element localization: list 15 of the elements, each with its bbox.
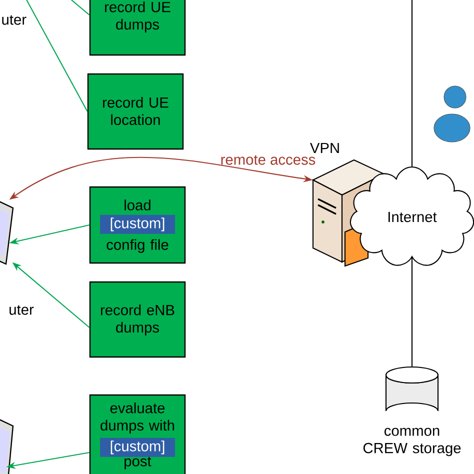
process-box: record UE dumps — [89, 0, 186, 56]
text-label: uter — [2, 15, 26, 25]
connector — [411, 0, 413, 166]
storage-cylinder — [385, 366, 439, 412]
node-caption: uter — [10, 305, 34, 315]
node-label: Internet — [388, 212, 437, 222]
process-box: record UE location — [87, 73, 184, 150]
connector — [24, 0, 88, 112]
node-caption: common CREW storage — [363, 428, 461, 456]
process-box: record eNB dumps — [89, 281, 186, 358]
highlight-tag: [custom] — [100, 214, 175, 234]
node-caption: VPN — [310, 142, 339, 154]
cloud: Internet — [350, 166, 474, 266]
edge-label: remote access — [221, 155, 316, 165]
highlight-tag: [custom] — [100, 438, 175, 457]
